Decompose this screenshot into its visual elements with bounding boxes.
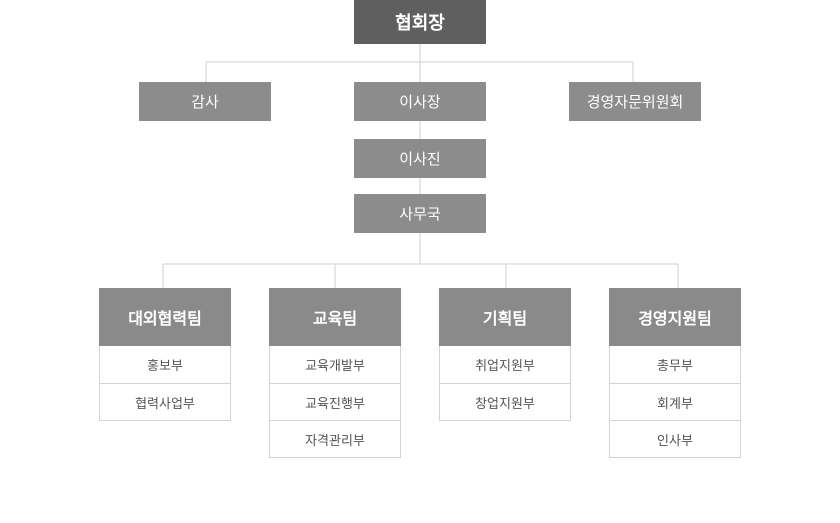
sub-dept: 교육진행부 [270,383,400,420]
team-box-planning: 기획팀 [439,288,571,346]
sub-dept: 홍보부 [147,359,183,374]
sub-dept: 회계부 [610,383,740,420]
sub-dept: 자격관리부 [270,420,400,457]
sub-dept: 창업지원부 [440,383,570,420]
team-box-management-support: 경영지원팀 [609,288,741,346]
team-box-education: 교육팀 [269,288,401,346]
audit-box: 감사 [139,82,271,121]
team-subs-education: 교육개발부 교육진행부 자격관리부 [269,346,401,458]
secretariat-box: 사무국 [354,194,486,233]
team-box-external-cooperation: 대외협력팀 [99,288,231,346]
sub-dept: 취업지원부 [475,359,535,374]
team-subs-planning: 취업지원부 창업지원부 [439,346,571,421]
chairman-box: 협회장 [354,0,486,44]
sub-dept: 총무부 [657,359,693,374]
team-subs-management-support: 총무부 회계부 인사부 [609,346,741,458]
sub-dept: 교육개발부 [305,359,365,374]
team-subs-external-cooperation: 홍보부 협력사업부 [99,346,231,421]
director-box: 이사장 [354,82,486,121]
board-box: 이사진 [354,139,486,178]
sub-dept: 인사부 [610,420,740,457]
advisory-committee-box: 경영자문위원회 [569,82,701,121]
sub-dept: 협력사업부 [100,383,230,420]
